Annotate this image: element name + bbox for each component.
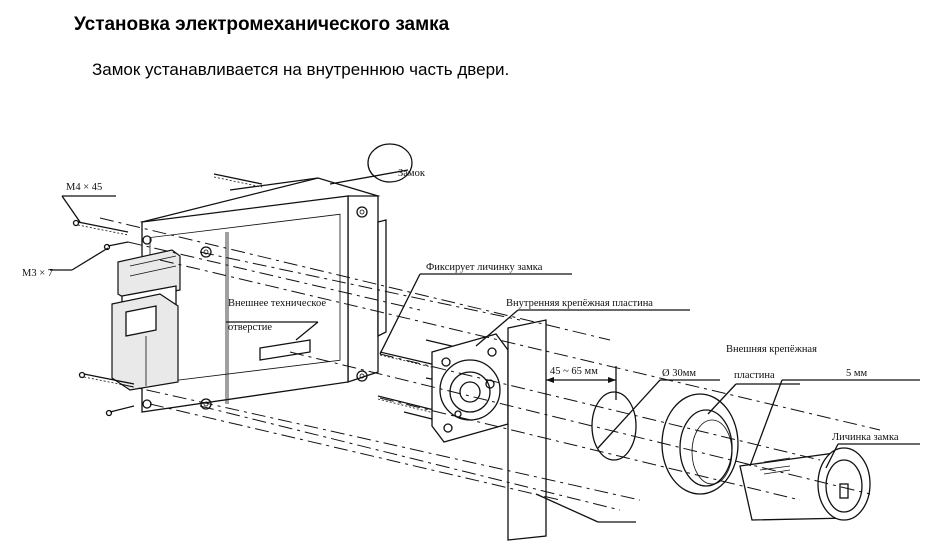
page-title: Установка электромеханического замка [74,14,450,35]
outer-mounting-plate [661,393,739,495]
label-gap: 5 мм [846,368,868,379]
lock-cylinder [739,447,871,521]
label-hole-line2: отверстие [228,322,272,333]
label-outer-plate-line1: Внешняя крепёжная [726,344,817,355]
inner-mounting-plate [431,333,509,443]
label-cylinder: Личинка замка [832,432,899,443]
page-subtitle: Замок устанавливается на внутреннюю част… [92,60,510,79]
leader-lines [50,143,920,523]
label-hole-line1: Внешнее техническое [228,298,326,309]
lock-body [111,177,387,413]
label-diameter: Ø 30мм [662,368,696,379]
label-fixes-cylinder: Фиксирует личинку замка [426,262,543,273]
door-hole [591,391,637,461]
label-screw-m4: M4 × 45 [66,182,102,193]
label-inner-plate: Внутренняя крепёжная пластина [506,298,653,309]
label-lock: Замок [398,168,426,179]
label-outer-plate-line2: пластина [734,370,775,381]
label-door-thickness: 45 ~ 65 мм [550,366,598,377]
alignment-axes [99,217,881,511]
label-screw-m3: M3 × 7 [22,268,53,279]
